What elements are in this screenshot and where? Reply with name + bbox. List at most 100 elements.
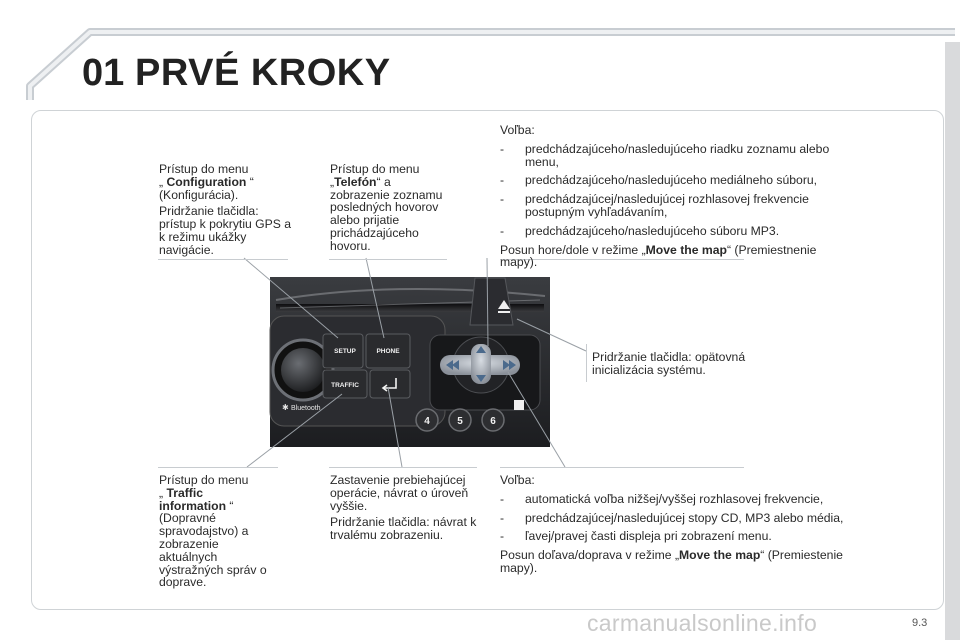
page-header: 01 PRVÉ KROKY (0, 0, 960, 110)
bluetooth-icon: ✱ (282, 403, 289, 412)
up-down-item: - predchádzajúceho/nasledujúceho mediálne… (500, 174, 848, 187)
setup-menu-name: Configuration (166, 174, 247, 189)
back-separator (329, 467, 477, 468)
left-right-item: - ľavej/pravej časti displeja pri zobraze… (500, 530, 880, 543)
phone-menu-name: Telefón (334, 174, 377, 189)
nav-down-icon (476, 375, 486, 382)
traffic-separator (158, 467, 278, 468)
up-down-separator (500, 259, 744, 260)
preset-5-label: 5 (457, 416, 463, 427)
setup-translation: (Konfigurácia). (159, 187, 239, 202)
traffic-menu-name-1: Traffic (166, 485, 204, 500)
traffic-button[interactable]: TRAFFIC (322, 369, 368, 399)
traffic-button-label: TRAFFIC (331, 382, 359, 389)
eject-button[interactable] (469, 277, 514, 326)
chapter-number: 01 (82, 52, 125, 94)
leader-left-right (507, 371, 566, 468)
traffic-line1: Prístup do menu (159, 473, 249, 487)
leader-phone (365, 257, 385, 339)
back-callout: Zastavenie prebiehajúcej operácie, návra… (330, 474, 480, 546)
quote-open: „ (159, 174, 164, 189)
volume-knob[interactable] (271, 338, 335, 402)
chapter-title: PRVÉ KROKY (135, 52, 391, 94)
dash: - (500, 529, 505, 544)
left-right-item: -predchádzajúcej/nasledujúcej stopy CD, … (500, 510, 880, 525)
up-down-move-map: Posun hore/dole v režime „Move the map“ … (500, 242, 848, 270)
left-right-separator (500, 467, 744, 468)
item-text: predchádzajúceho/nasledujúceho súboru MP… (525, 223, 780, 238)
phone-line1: Prístup do menu (330, 162, 420, 176)
header-tab-shape (26, 28, 955, 100)
preset-button-6[interactable]: 6 (481, 408, 505, 432)
dash: - (500, 141, 505, 156)
quote-open: „ (159, 485, 164, 500)
move-suffix: “ (Premiestenie mapy). (500, 548, 843, 575)
setup-hold-text: Pridržanie tlačidla: prístup k pokrytiu … (159, 204, 292, 257)
traffic-translation: (Dopravné spravodajstvo) a zobrazenie ak… (159, 511, 267, 590)
item-text: ľavej/pravej časti displeja pri zobrazen… (525, 529, 772, 544)
move-the-map: Move the map (645, 242, 727, 257)
left-right-item: - automatická voľba nižšej/vyššej rozhlas… (500, 491, 880, 506)
eject-separator (586, 344, 587, 382)
move-the-map: Move the map (679, 548, 761, 563)
left-right-heading: Voľba: (500, 473, 535, 487)
preset-button-5[interactable]: 5 (448, 408, 472, 432)
setup-line1: Prístup do menu (159, 162, 249, 176)
leader-back (387, 386, 403, 468)
small-eject-marker (514, 400, 524, 410)
phone-separator (329, 259, 447, 260)
item-text: predchádzajúcej/nasledujúcej stopy CD, M… (525, 510, 844, 525)
item-text: predchádzajúcej/nasledujúcej rozhlasovej… (525, 192, 809, 219)
phone-rest: “ a zobrazenie zoznamu posledných hovoro… (330, 174, 443, 253)
preset-button-4[interactable]: 4 (415, 408, 439, 432)
setup-separator (158, 259, 288, 260)
traffic-callout: Prístup do menu „ Traffic information “ … (159, 474, 279, 593)
nav-right-icon (503, 360, 516, 370)
preset-4-label: 4 (424, 416, 430, 427)
dash: - (500, 192, 505, 207)
back-text2: Pridržanie tlačidla: návrat k trvalému z… (330, 515, 477, 543)
watermark: carmanualsonline.info (587, 610, 818, 636)
move-prefix: Posun hore/dole v režime „ (500, 242, 646, 257)
leader-setup (243, 257, 339, 339)
callout-leader-lines (243, 257, 587, 468)
leader-eject (516, 318, 587, 352)
up-down-callout: Voľba: - predchádzajúceho/nasledujúceho r… (500, 124, 848, 273)
dash: - (500, 223, 505, 238)
quote-close: “ (249, 174, 254, 189)
nav-left-icon (446, 360, 459, 370)
quote-open: „ (330, 174, 335, 189)
phone-button-label: PHONE (376, 348, 400, 355)
up-down-heading: Voľba: (500, 123, 535, 137)
nav-up-icon (476, 346, 486, 353)
item-text: automatická voľba nižšej/vyššej rozhlaso… (525, 491, 824, 506)
eject-icon (498, 300, 510, 309)
leader-traffic (246, 393, 343, 468)
setup-callout: Prístup do menu „ Configuration “ (Konfi… (159, 163, 294, 261)
setup-button-label: SETUP (334, 348, 356, 355)
eject-callout: Pridržanie tlačidla: opätovná inicializá… (592, 350, 746, 377)
leader-up-down (486, 257, 489, 347)
navigation-pad[interactable] (440, 336, 520, 394)
side-tab-bar (945, 42, 960, 640)
left-right-move-map: Posun doľava/doprava v režime „Move the … (500, 549, 880, 575)
phone-button[interactable]: PHONE (365, 333, 411, 369)
up-down-item: - predchádzajúceho/nasledujúceho súboru M… (500, 223, 848, 238)
setup-button[interactable]: SETUP (322, 333, 364, 369)
move-suffix: “ (Premiestnenie mapy). (500, 242, 817, 270)
item-text: predchádzajúceho/nasledujúceho riadku zo… (525, 141, 830, 169)
back-text1: Zastavenie prebiehajúcej operácie, návra… (330, 473, 469, 513)
phone-callout: Prístup do menu „Telefón“ a zobrazenie z… (330, 163, 450, 257)
dash: - (500, 491, 505, 506)
item-text: predchádzajúceho/nasledujúceho mediálneh… (525, 173, 818, 188)
move-prefix: Posun doľava/doprava v režime „ (500, 548, 680, 563)
up-down-item: - predchádzajúcej/nasledujúcej rozhlasove… (500, 193, 848, 219)
back-button[interactable] (369, 369, 411, 399)
dash: - (500, 173, 505, 188)
page-number: 9.3 (912, 617, 928, 629)
left-right-callout: Voľba: - automatická voľba nižšej/vyššej … (500, 474, 880, 579)
quote-close: “ (229, 498, 234, 513)
up-down-item: - predchádzajúceho/nasledujúceho riadku z… (500, 141, 848, 169)
bluetooth-label: Bluetooth (291, 405, 321, 412)
